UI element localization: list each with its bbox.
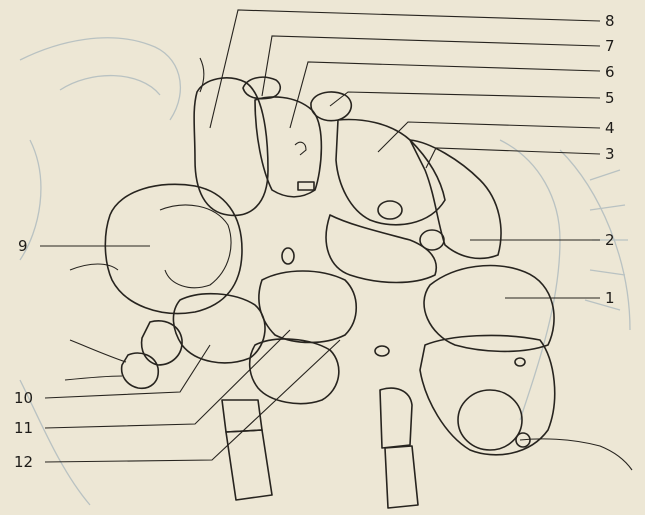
- label-12: 12: [14, 453, 33, 471]
- label-11: 11: [14, 419, 33, 437]
- sclerite-plate-3: [410, 140, 501, 258]
- compound-eye: [458, 390, 522, 450]
- leader-line-6: [290, 62, 600, 128]
- head-capsule: [420, 335, 555, 454]
- sclerite-plate-2: [326, 215, 436, 283]
- label-8: 8: [605, 12, 615, 30]
- leg-lower-segment: [380, 388, 412, 448]
- label-4: 4: [605, 119, 615, 137]
- leader-line-5: [330, 92, 600, 106]
- sclerite-plate-11: [259, 271, 356, 343]
- background-ghost-drawing: [20, 38, 630, 505]
- sclerite-band-4: [336, 120, 445, 225]
- spiracle: [378, 201, 402, 219]
- spiracle: [420, 230, 444, 250]
- label-6: 6: [605, 63, 615, 81]
- sclerite-plate-12: [250, 339, 339, 404]
- leg-left-segment: [142, 321, 182, 365]
- label-9: 9: [18, 237, 28, 255]
- leg-left-segment: [122, 353, 159, 388]
- label-7: 7: [605, 37, 615, 55]
- sclerite-knob-5: [311, 92, 351, 121]
- leader-line-4: [378, 122, 600, 152]
- label-5: 5: [605, 89, 615, 107]
- leader-line-10: [45, 345, 210, 398]
- label-3: 3: [605, 145, 615, 163]
- sclerite-drawing: [65, 58, 632, 508]
- label-10: 10: [14, 389, 33, 407]
- label-1: 1: [605, 289, 615, 307]
- leg-lower-segment: [222, 400, 262, 432]
- spiracle: [375, 346, 389, 356]
- leg-lower-segment: [385, 446, 418, 508]
- spiracle: [282, 248, 294, 264]
- leader-lines: [40, 10, 600, 462]
- spiracle: [515, 358, 525, 366]
- label-2: 2: [605, 231, 615, 249]
- antenna: [520, 439, 632, 470]
- leader-line-12: [45, 340, 340, 462]
